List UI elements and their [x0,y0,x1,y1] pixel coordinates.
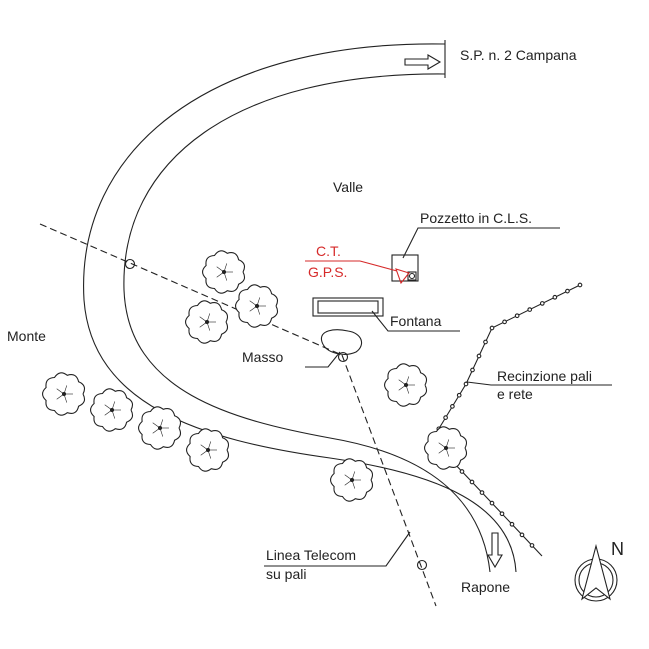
fence-post [509,521,515,527]
masso-label: Masso [242,349,284,365]
tree-icon [202,250,246,294]
rapone-label: Rapone [461,579,511,595]
fence-post [514,313,520,319]
pozzetto-label: Pozzetto in C.L.S. [420,210,533,226]
gps-label: G.P.S. [308,264,348,280]
ct-label: C.T. [316,243,341,259]
fence-post [456,392,462,398]
fence-post [476,353,482,359]
road-name-label: S.P. n. 2 Campana [460,47,577,63]
fence-post [489,500,495,506]
tree-icon [384,363,428,407]
pozzetto-box [391,254,419,282]
telecom-poles [124,258,428,571]
fence-post [469,479,475,485]
fence-post [463,381,469,387]
gps-marker [305,260,410,285]
fontana-label: Fontana [390,313,442,329]
fence-post [470,367,475,373]
fence-post [552,294,558,300]
tree-icon [185,300,229,344]
direction-arrow-south-icon [487,532,503,569]
fence-post [489,325,495,331]
tree-icon [330,458,374,502]
fence-post [502,319,507,325]
fence-post [479,490,485,495]
leader-lines [264,227,612,567]
tree-icon [424,426,468,470]
masso-boulder [320,329,363,355]
road [83,40,517,573]
tree-icon [42,372,86,416]
recinzione-label-2: e rete [497,386,533,402]
fence-post [499,511,505,517]
fence [429,282,583,557]
trees [42,250,468,502]
direction-arrow-east-icon [404,54,442,70]
fence-post [529,543,535,548]
fence-post [483,339,488,345]
monte-label: Monte [7,328,46,344]
tree-icon [235,284,279,328]
tree-icon [90,388,134,432]
fence-post [527,307,533,312]
fence-post [519,532,525,538]
telecom-label-2: su pali [266,566,307,582]
fontana-basin [312,297,384,317]
valle-label: Valle [333,179,364,195]
telecom-line [39,223,437,607]
fence-post [577,282,583,288]
tree-icon [186,428,230,472]
fence-post [450,404,455,409]
north-arrow-icon [574,543,618,602]
fence-post [459,469,465,474]
recinzione-label-1: Recinzione pali [497,368,592,384]
tree-icon [138,406,182,450]
fence-post [565,288,570,294]
fence-post [443,415,448,420]
fence-post [539,301,545,306]
telecom-label-1: Linea Telecom [266,547,357,563]
north-label: N [611,539,624,559]
